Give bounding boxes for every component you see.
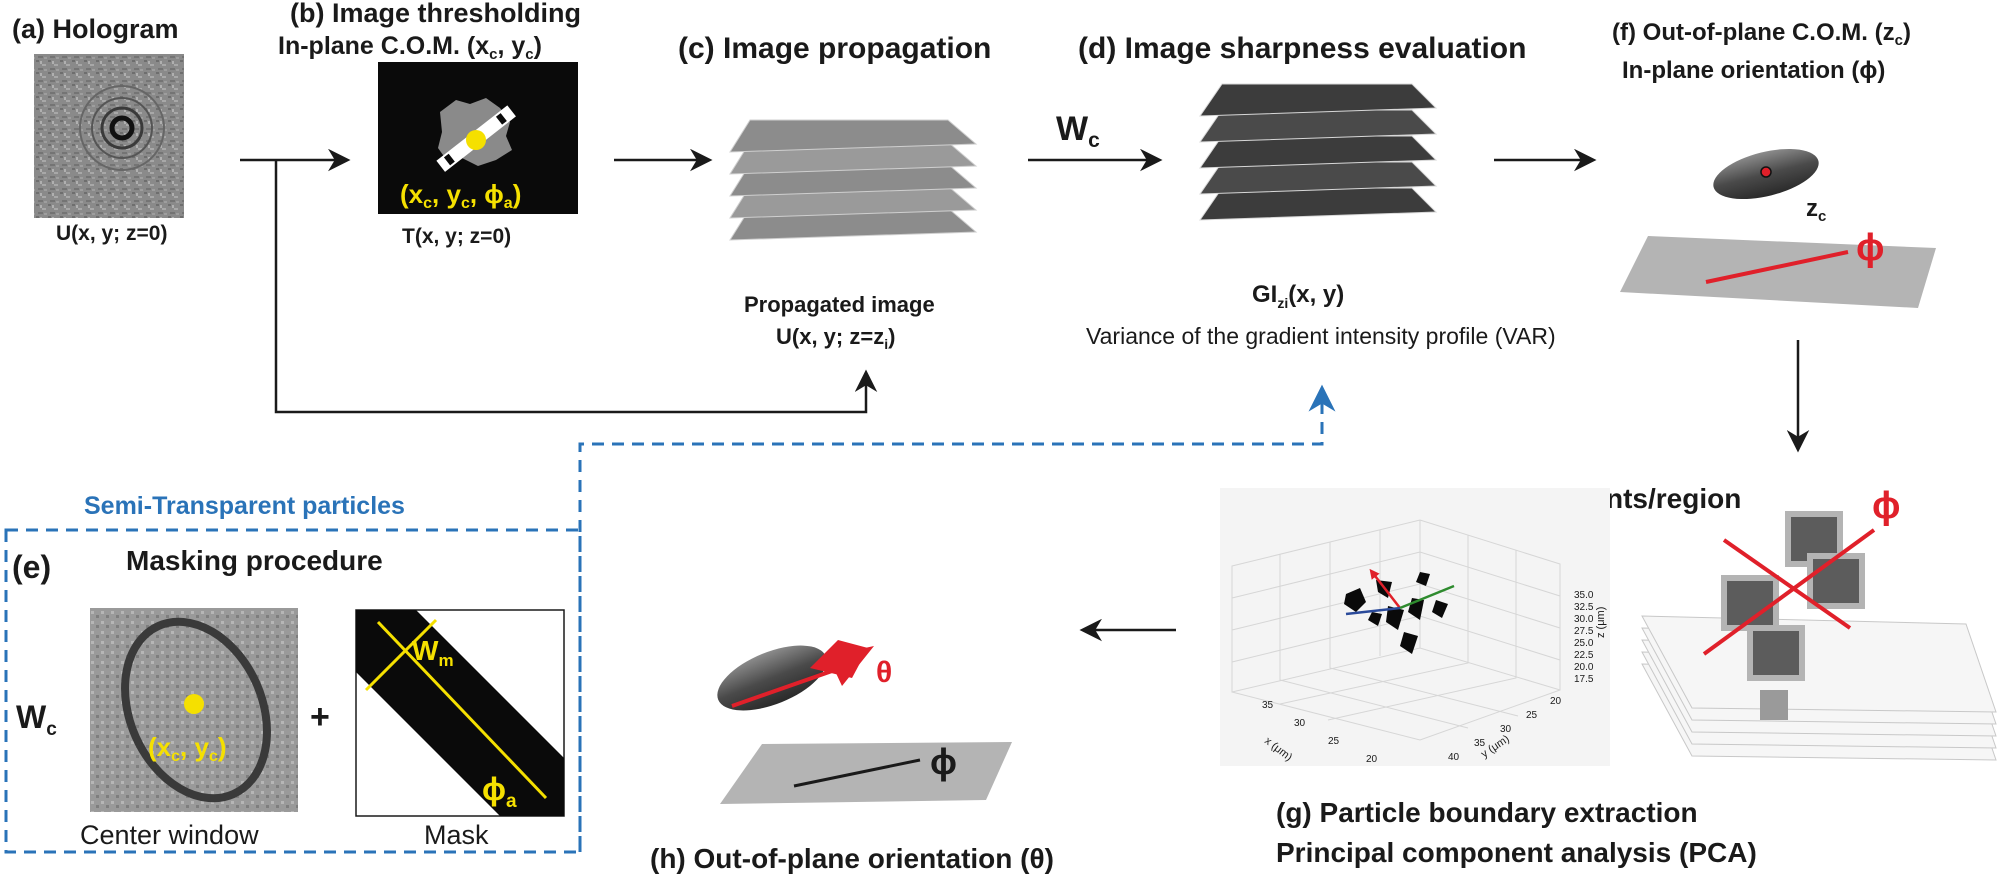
panel-a: (a) Hologram U(x, y; z=0) xyxy=(12,14,184,245)
panel-e-heading: Masking procedure xyxy=(126,545,383,576)
scatter-3d-background xyxy=(1220,488,1610,766)
x-tick-labels: 35 30 25 20 xyxy=(1262,700,1378,765)
plus-sign: + xyxy=(310,698,330,736)
panel-e-title-bg xyxy=(76,488,522,522)
hologram-rings xyxy=(79,85,165,171)
panel-c-caption-line1: Propagated image xyxy=(744,292,935,317)
panel-a-caption: U(x, y; z=0) xyxy=(56,222,167,245)
panel-f: (f) Out-of-plane C.O.M. (zc) In-plane or… xyxy=(1612,19,1936,308)
svg-text:20: 20 xyxy=(1366,754,1378,765)
panel-d-title: (d) Image sharpness evaluation xyxy=(1078,32,1526,65)
com-z-marker xyxy=(1760,166,1772,178)
svg-text:35: 35 xyxy=(1474,738,1486,749)
pca-cross-line-1 xyxy=(1722,538,1852,630)
center-point xyxy=(184,694,204,714)
panel-e: Semi-Transparent particles (e) Masking p… xyxy=(4,488,582,854)
panel-g: N points/region xyxy=(1220,483,1997,868)
particle-ellipsoid-h xyxy=(717,645,827,711)
svg-text:25: 25 xyxy=(1526,710,1538,721)
pca-axis-3 xyxy=(1345,606,1401,616)
center-point-label: (xc, yc) xyxy=(148,732,227,765)
center-window-particle xyxy=(121,617,271,803)
svg-text:22.5: 22.5 xyxy=(1574,650,1594,661)
caption-mask: Mask xyxy=(424,820,489,850)
scatter-3d-plot: 35.0 32.5 30.0 27.5 25.0 22.5 20.0 17.5 … xyxy=(1220,488,1610,766)
panel-f-line1: (f) Out-of-plane C.O.M. (zc) xyxy=(1612,19,1911,49)
propagation-stack xyxy=(729,119,978,241)
pca-axis-1 xyxy=(1369,568,1401,609)
svg-text:40: 40 xyxy=(1448,752,1460,763)
svg-text:30: 30 xyxy=(1500,724,1512,735)
plane-f xyxy=(1620,236,1936,308)
panel-e-box xyxy=(4,528,582,854)
panel-b-title-line1: (b) Image thresholding xyxy=(290,0,581,28)
pca-cross-line-2 xyxy=(1702,528,1876,656)
svg-text:35: 35 xyxy=(1262,700,1274,711)
panel-d-caption-line2: Variance of the gradient intensity profi… xyxy=(1086,323,1556,349)
svg-text:25: 25 xyxy=(1328,736,1340,747)
plane-h xyxy=(720,742,1012,804)
panel-b-title-line2: In-plane C.O.M. (xc, yc) xyxy=(278,32,542,63)
pca-axis-2 xyxy=(1399,584,1455,610)
phi-line-h xyxy=(793,758,921,788)
svg-text:17.5: 17.5 xyxy=(1574,674,1594,685)
phi-label-f: ϕ xyxy=(1856,227,1884,269)
panel-e-box-title: Semi-Transparent particles xyxy=(84,492,405,520)
panel-g-title-line1: (g) Particle boundary extraction xyxy=(1276,797,1698,828)
caption-center-window: Center window xyxy=(80,820,259,850)
panel-a-title: (a) Hologram xyxy=(12,14,179,44)
phi-label-g: ϕ xyxy=(1872,485,1900,527)
y-tick-labels: 20 25 30 35 40 xyxy=(1448,696,1562,763)
arrow-a-to-c-loop xyxy=(274,160,878,414)
svg-text:30: 30 xyxy=(1294,718,1306,729)
svg-text:20: 20 xyxy=(1550,696,1562,707)
hologram-image xyxy=(34,54,184,218)
svg-text:27.5: 27.5 xyxy=(1574,626,1594,637)
panel-b: (b) Image thresholding In-plane C.O.M. (… xyxy=(278,0,581,248)
panel-c-title: (c) Image propagation xyxy=(678,32,991,65)
svg-text:35.0: 35.0 xyxy=(1574,590,1594,601)
panel-g-title-line2: Principal component analysis (PCA) xyxy=(1276,837,1757,868)
panel-d: (d) Image sharpness evaluation GIzi(x, y… xyxy=(1078,32,1556,349)
zc-label: zc xyxy=(1806,195,1826,225)
panel-c: (c) Image propagation Propagated image U… xyxy=(678,32,991,352)
svg-text:32.5: 32.5 xyxy=(1574,602,1594,613)
phi-line-f xyxy=(1705,250,1849,284)
panel-b-caption: T(x, y; z=0) xyxy=(402,225,511,248)
z-axis-label: z (μm) xyxy=(1595,607,1607,638)
panel-d-caption: GIzi(x, y) xyxy=(1252,281,1344,311)
panel-f-line2: In-plane orientation (ϕ) xyxy=(1622,57,1885,84)
svg-text:25.0: 25.0 xyxy=(1574,638,1594,649)
panel-e-wc: Wc xyxy=(16,699,57,740)
wm-label: Wm xyxy=(412,635,454,670)
sharpness-stack xyxy=(1199,83,1438,221)
phia-label: ϕa xyxy=(482,771,517,812)
panel-e-label: (e) xyxy=(12,549,51,585)
z-tick-labels: 35.0 32.5 30.0 27.5 25.0 22.5 20.0 17.5 xyxy=(1574,590,1594,685)
svg-text:20.0: 20.0 xyxy=(1574,662,1594,673)
region-stack: ϕ xyxy=(1641,485,1997,761)
theta-arrow-body xyxy=(810,640,868,678)
arrow-wc-label: Wc xyxy=(1056,110,1100,152)
panel-h-title: (h) Out-of-plane orientation (θ) xyxy=(650,843,1054,874)
theta-label: θ xyxy=(876,656,892,689)
mask-width-line xyxy=(364,618,438,692)
arrows-top xyxy=(240,148,1810,642)
com-point xyxy=(466,130,486,150)
panel-b-overlay: (xc, yc, ϕa) xyxy=(400,179,521,212)
svg-text:30.0: 30.0 xyxy=(1574,614,1594,625)
panel-c-caption-line2: U(x, y; z=zi) xyxy=(776,324,895,352)
phi-label-h: ϕ xyxy=(930,741,957,782)
panel-h: θ ϕ (h) Out-of-plane orientation (θ) xyxy=(650,640,1054,874)
